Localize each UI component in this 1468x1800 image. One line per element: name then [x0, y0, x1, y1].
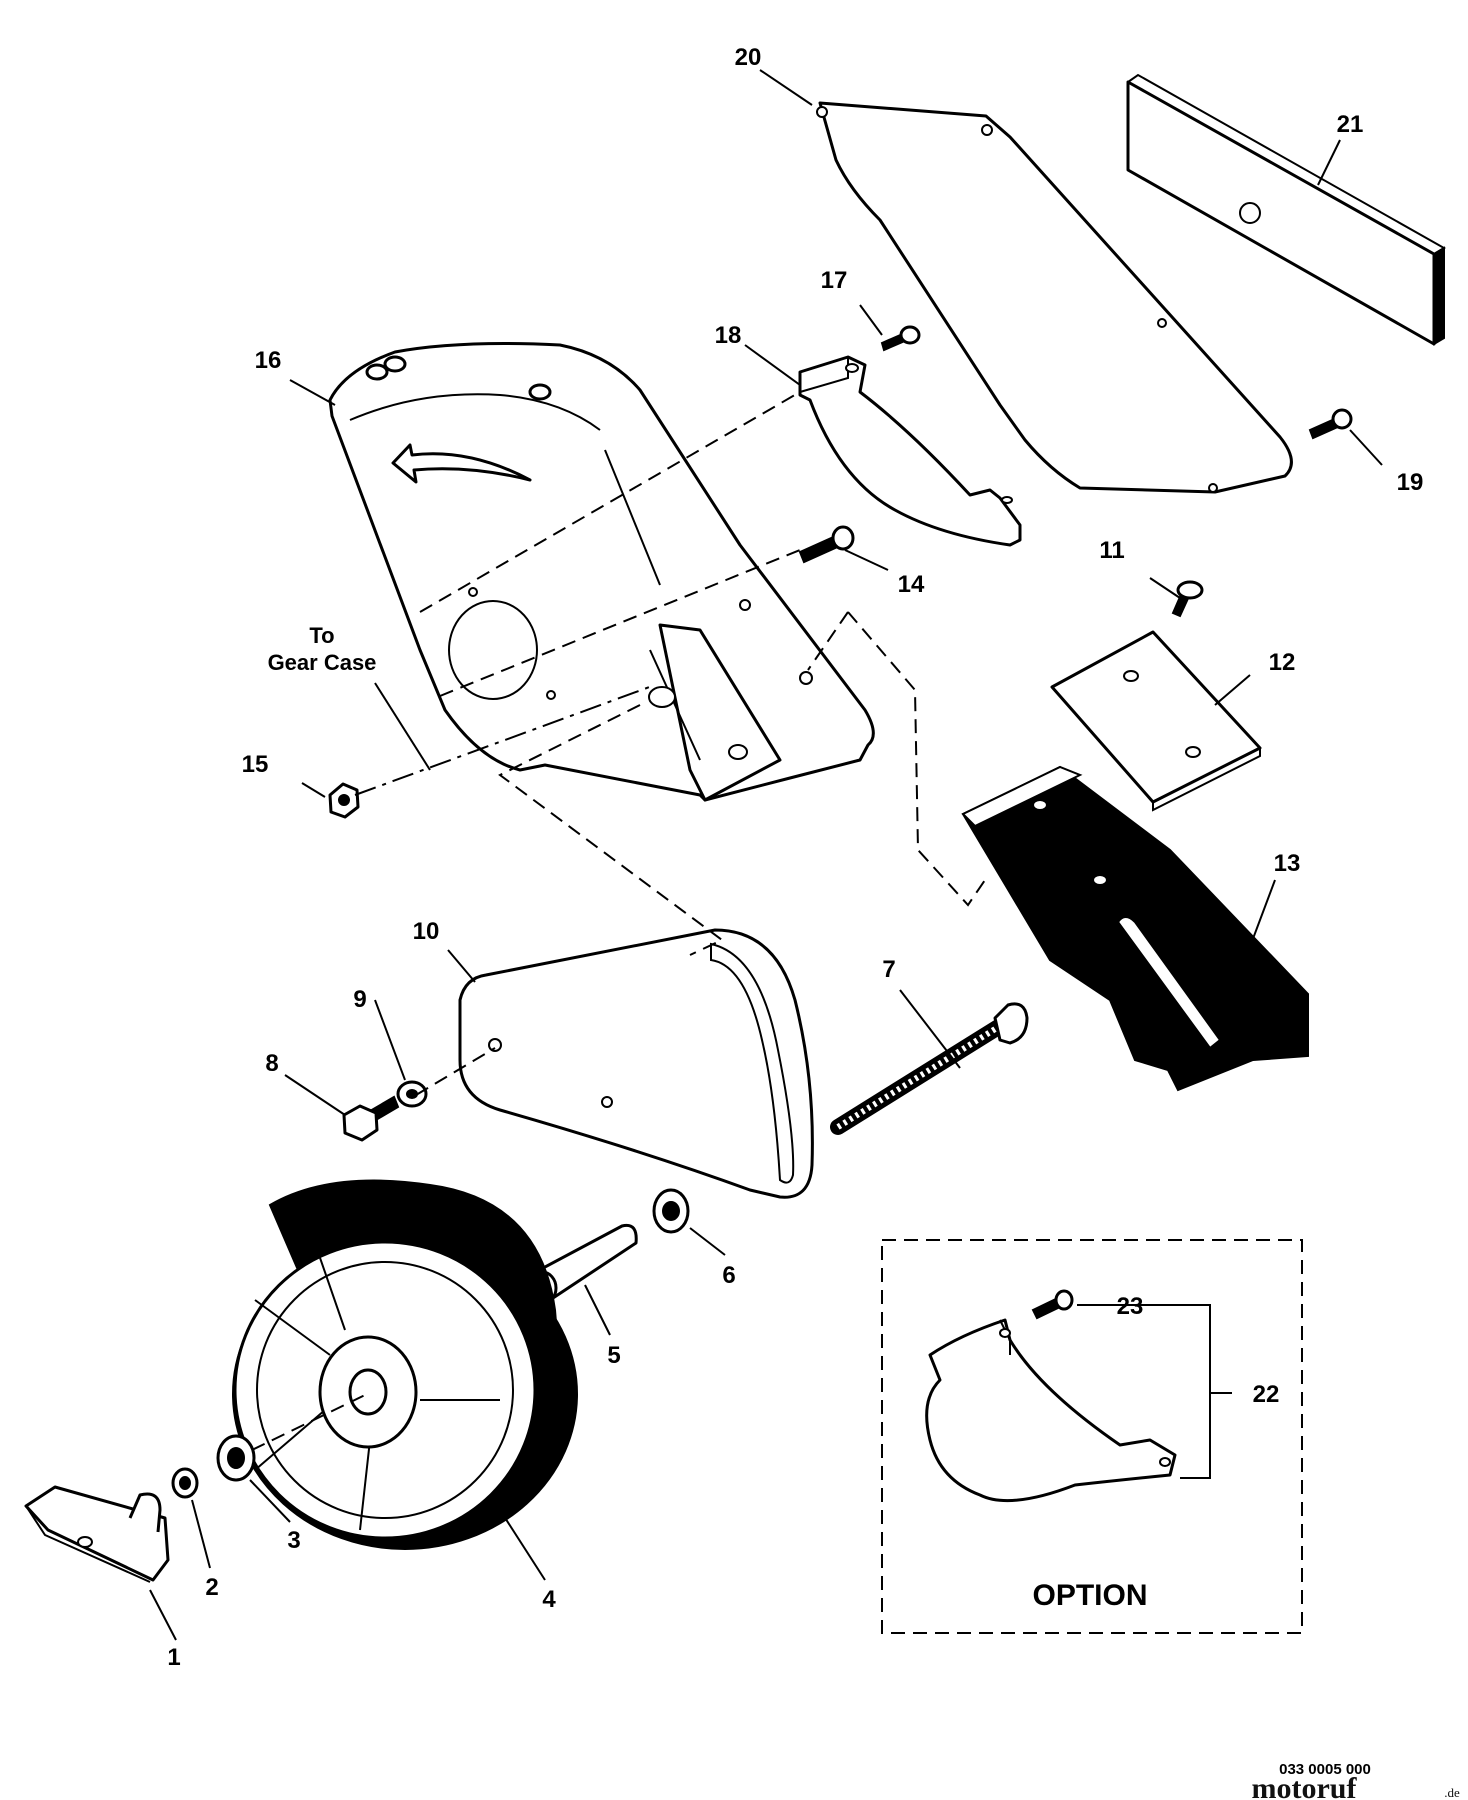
option-label: OPTION — [1032, 1579, 1147, 1612]
part-13-edger-blade — [961, 765, 1309, 1092]
callout-labels: 1 2 3 4 5 6 7 8 9 10 11 12 13 14 15 16 1… — [167, 44, 1423, 1671]
part-11-screw — [1171, 580, 1204, 618]
callout-17: 17 — [821, 267, 848, 294]
callout-12: 12 — [1269, 649, 1296, 676]
callout-22: 22 — [1253, 1381, 1280, 1408]
leader-lines — [149, 69, 1383, 1641]
part-23-screw — [1031, 1289, 1074, 1320]
callout-7: 7 — [882, 956, 895, 983]
option-box — [881, 1239, 1303, 1634]
part-2-lock-washer — [171, 1467, 199, 1499]
part-7-bolt — [830, 1002, 1029, 1135]
callout-23: 23 — [1117, 1293, 1144, 1320]
part-4-wheel — [232, 1179, 578, 1550]
part-14-screw — [798, 525, 855, 564]
callout-20: 20 — [735, 44, 762, 71]
assembly-lines — [251, 391, 986, 1451]
callout-16: 16 — [255, 347, 282, 374]
part-10-mounting-bracket — [458, 928, 814, 1199]
part-6-washer — [652, 1188, 690, 1234]
callout-18: 18 — [715, 322, 742, 349]
note-gear-case: Gear Case — [268, 650, 377, 675]
watermark-logo: motoruf — [1252, 1772, 1358, 1800]
callout-6: 6 — [722, 1262, 735, 1289]
callout-3: 3 — [287, 1527, 300, 1554]
part-3-washer — [216, 1434, 256, 1482]
note-to: To — [309, 623, 334, 648]
callout-9: 9 — [353, 986, 366, 1013]
part-22-bracket — [925, 1318, 1177, 1503]
part-1-t-knob — [24, 1485, 170, 1583]
callout-2: 2 — [205, 1574, 218, 1601]
part-18-bracket — [798, 355, 1022, 547]
part-20-shield-plate — [816, 101, 1293, 494]
part-9-lock-washer — [396, 1080, 428, 1108]
callout-15: 15 — [242, 751, 269, 778]
callout-1: 1 — [167, 1644, 180, 1671]
watermark-suffix: .de — [1444, 1785, 1460, 1800]
callout-11: 11 — [1099, 537, 1124, 564]
callout-13: 13 — [1274, 850, 1301, 877]
callout-4: 4 — [542, 1586, 556, 1613]
callout-21: 21 — [1337, 111, 1364, 138]
callout-5: 5 — [607, 1342, 620, 1369]
part-15-hex-nut — [328, 782, 360, 819]
part-17-screw — [880, 325, 921, 352]
callout-10: 10 — [413, 918, 440, 945]
drawing-code: 033 0005 000 — [1279, 1761, 1371, 1778]
part-12-plate — [1050, 630, 1262, 812]
callout-19: 19 — [1397, 469, 1424, 496]
callout-14: 14 — [898, 571, 925, 598]
callout-8: 8 — [265, 1050, 278, 1077]
part-16-blade-housing — [328, 342, 875, 802]
part-19-screw — [1308, 408, 1353, 440]
part-21-blade — [1126, 73, 1446, 346]
part-8-hex-bolt — [342, 1095, 400, 1142]
